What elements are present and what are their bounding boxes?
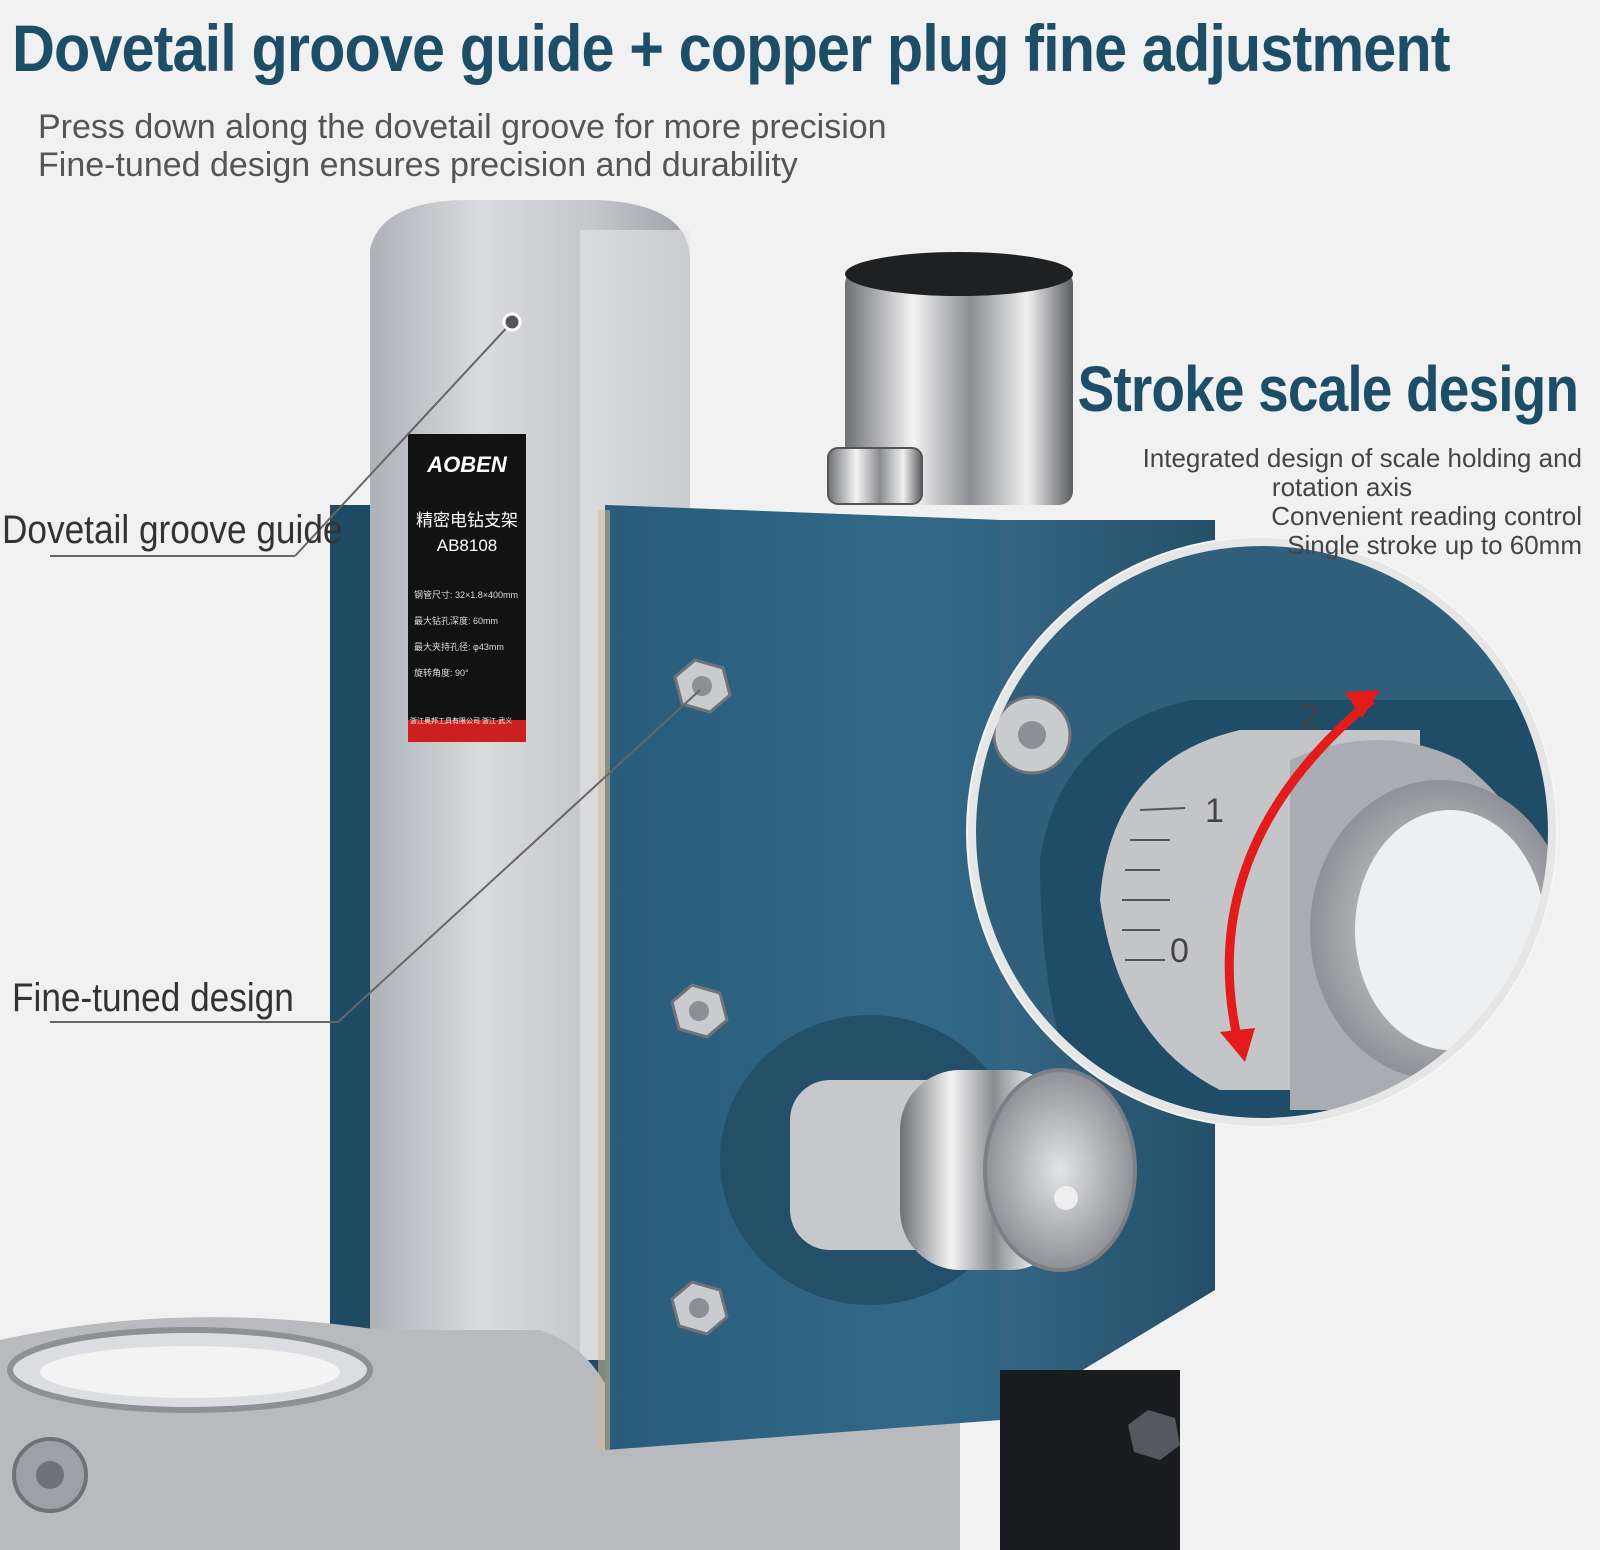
headline: Dovetail groove guide + copper plug fine… <box>12 11 1451 85</box>
chrome-cylinder <box>827 252 1073 505</box>
leader-lines <box>50 321 701 1023</box>
spec-line: 钢管尺寸: 32×1.8×400mm <box>414 590 519 600</box>
spec-line: 最大钻孔深度: 60mm <box>414 616 499 626</box>
callout-dovetail-groove: Dovetail groove guide <box>2 508 343 552</box>
product-label: AOBEN 精密电钻支架 AB8108 钢管尺寸: 32×1.8×400mm 最… <box>408 434 526 742</box>
spec-line: 旋转角度: 90° <box>414 668 469 678</box>
stroke-desc-line-4: Single stroke up to 60mm <box>1287 530 1582 560</box>
model-number: AB8108 <box>436 536 498 555</box>
callout-dot <box>502 312 522 332</box>
spec-list: 钢管尺寸: 32×1.8×400mm 最大钻孔深度: 60mm 最大夹持孔径: … <box>414 582 520 686</box>
label-footer: 浙江奥邦工具有限公司 浙江·武义 <box>410 718 513 725</box>
stroke-desc-line-3: Convenient reading control <box>1271 501 1582 531</box>
spec-line: 最大夹持孔径: φ43mm <box>414 642 504 652</box>
screw-middle <box>670 983 729 1039</box>
rotation-arrow <box>1224 696 1375 1052</box>
stroke-desc-line-1: Integrated design of scale holding and <box>1142 443 1582 473</box>
stroke-scale-description: Integrated design of scale holding and r… <box>1062 444 1582 560</box>
stroke-scale-title: Stroke scale design <box>1077 353 1579 425</box>
brand-logo: AOBEN <box>427 452 507 477</box>
adjustment-knob <box>720 1015 1137 1305</box>
zoom-inset <box>966 536 1558 1128</box>
callout-fine-tuned: Fine-tuned design <box>12 976 294 1020</box>
base-block <box>1000 1370 1180 1550</box>
product-name-cn: 精密电钻支架 <box>416 511 518 530</box>
subtitle-line-2: Fine-tuned design ensures precision and … <box>38 146 798 184</box>
label-background <box>408 434 526 742</box>
screw-bottom <box>670 1280 729 1336</box>
rotation-arrow-head-bottom <box>1220 1028 1255 1062</box>
stroke-desc-line-2: rotation axis <box>1271 472 1413 502</box>
rotation-arrow-head-top <box>1345 690 1380 718</box>
subtitle-line-1: Press down along the dovetail groove for… <box>38 108 887 146</box>
